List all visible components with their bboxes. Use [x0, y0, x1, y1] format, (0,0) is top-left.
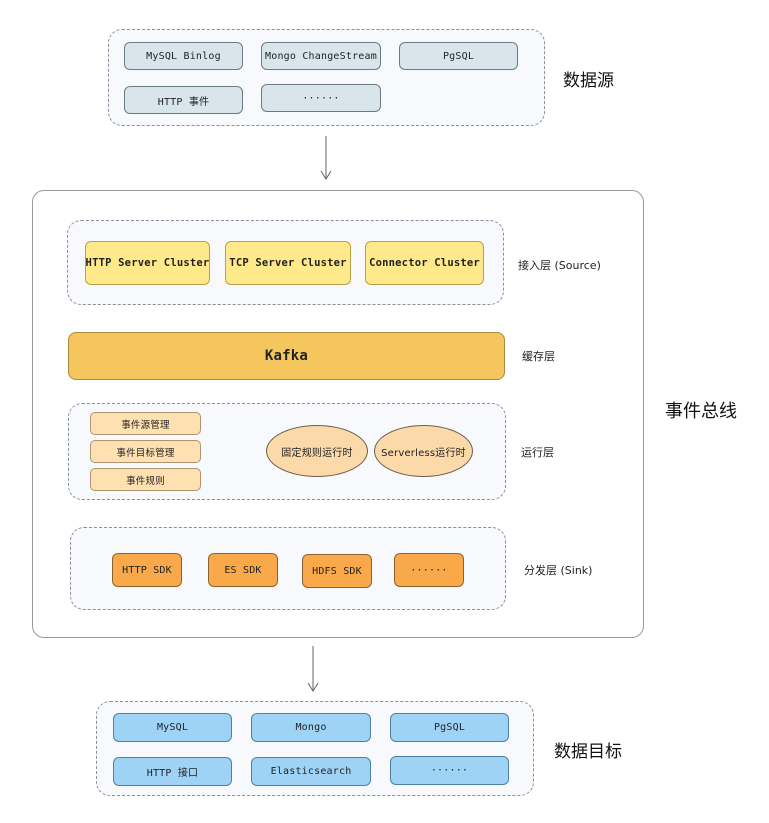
- kafka-box[interactable]: Kafka: [68, 332, 505, 380]
- target-mongo[interactable]: Mongo: [251, 713, 371, 742]
- hdfs-sdk[interactable]: HDFS SDK: [302, 554, 372, 588]
- arrow-bus-to-targets: [307, 646, 319, 692]
- cache-layer-label: 缓存层: [522, 350, 555, 363]
- connector-cluster[interactable]: Connector Cluster: [365, 241, 484, 285]
- es-sdk[interactable]: ES SDK: [208, 553, 278, 587]
- source-mongo-changestream[interactable]: Mongo ChangeStream: [261, 42, 381, 70]
- source-more[interactable]: ······: [261, 84, 381, 112]
- http-sdk[interactable]: HTTP SDK: [112, 553, 182, 587]
- event-bus-label: 事件总线: [665, 401, 737, 422]
- serverless-runtime[interactable]: Serverless运行时: [374, 425, 473, 477]
- data-targets-label: 数据目标: [554, 742, 622, 762]
- event-source-management[interactable]: 事件源管理: [90, 412, 201, 435]
- sink-layer-label: 分发层 (Sink): [524, 564, 593, 577]
- source-layer-label: 接入层 (Source): [518, 259, 601, 272]
- tcp-server-cluster[interactable]: TCP Server Cluster: [225, 241, 351, 285]
- event-rules[interactable]: 事件规则: [90, 468, 201, 491]
- source-http-event[interactable]: HTTP 事件: [124, 86, 243, 114]
- target-mysql[interactable]: MySQL: [113, 713, 232, 742]
- data-sources-label: 数据源: [563, 71, 614, 91]
- fixed-rule-runtime[interactable]: 固定规则运行时: [266, 425, 368, 477]
- target-pgsql[interactable]: PgSQL: [390, 713, 509, 742]
- http-server-cluster[interactable]: HTTP Server Cluster: [85, 241, 210, 285]
- runtime-layer-label: 运行层: [521, 446, 554, 459]
- target-more[interactable]: ······: [390, 756, 509, 785]
- source-pgsql[interactable]: PgSQL: [399, 42, 518, 70]
- arrow-sources-to-bus: [320, 136, 332, 180]
- target-elasticsearch[interactable]: Elasticsearch: [251, 757, 371, 786]
- event-target-management[interactable]: 事件目标管理: [90, 440, 201, 463]
- target-http-interface[interactable]: HTTP 接口: [113, 757, 232, 786]
- source-mysql-binlog[interactable]: MySQL Binlog: [124, 42, 243, 70]
- sdk-more[interactable]: ······: [394, 553, 464, 587]
